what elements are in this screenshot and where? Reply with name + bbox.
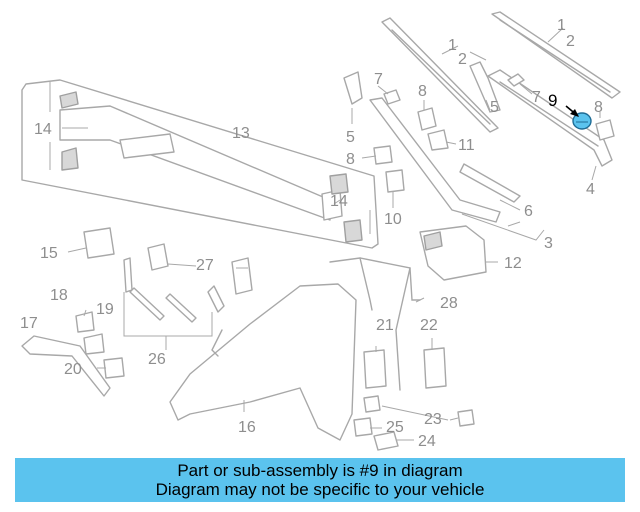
wiring-harness-28 (329, 257, 421, 391)
callout-20: 20 (64, 361, 82, 378)
parts-diagram: 1 2 1 2 7 8 5 7 9 8 5 11 4 13 14 8 6 14 … (20, 11, 621, 451)
callout-11: 11 (458, 137, 475, 154)
part-info-banner: Part or sub-assembly is #9 in diagram Di… (15, 458, 625, 502)
callout-12: 12 (504, 255, 522, 272)
cap-20 (103, 357, 125, 379)
wiper-arm-5-left (343, 71, 363, 105)
hose-17 (21, 335, 111, 397)
plug-24 (373, 431, 399, 451)
wiper-blade-1 (491, 11, 621, 99)
nozzle-27-left (147, 243, 169, 271)
callout-brackets (49, 82, 545, 350)
washer-reservoir-16 (169, 283, 357, 441)
callout-6: 6 (524, 203, 533, 220)
callout-25: 25 (386, 419, 404, 436)
callout-23: 23 (424, 411, 442, 428)
callout-14-left: 14 (34, 121, 52, 138)
callout-21: 21 (376, 317, 394, 334)
grommet-18 (75, 311, 95, 333)
callout-2-left: 2 (458, 51, 467, 68)
wiper-blade-2 (381, 17, 499, 133)
callout-14-right: 14 (330, 193, 348, 210)
callout-7-left: 7 (374, 71, 383, 88)
connector-19 (83, 333, 105, 355)
callout-26: 26 (148, 351, 166, 368)
callout-18: 18 (50, 287, 68, 304)
wiper-linkage-6 (369, 97, 521, 223)
callout-27: 27 (196, 257, 214, 274)
callout-28: 28 (440, 295, 458, 312)
washer-pump-21 (363, 349, 387, 389)
bracket-15 (83, 227, 115, 259)
banner-line-part: Part or sub-assembly is #9 in diagram (177, 461, 463, 480)
callout-15: 15 (40, 245, 58, 262)
callout-3: 3 (544, 235, 553, 252)
spacer-10 (385, 169, 405, 193)
washer-pump-22 (423, 347, 447, 389)
callout-8-center: 8 (418, 83, 427, 100)
callout-9: 9 (548, 91, 557, 110)
callout-13: 13 (232, 125, 250, 142)
nut-8-center (417, 107, 437, 131)
nozzle-27-right (231, 257, 253, 295)
callout-7-right: 7 (532, 89, 541, 106)
banner-line-disclaimer: Diagram may not be specific to your vehi… (155, 480, 485, 499)
wiper-frame-panel (21, 79, 379, 249)
callout-19: 19 (96, 301, 114, 318)
callout-8-left: 8 (346, 151, 355, 168)
highlighted-part-9 (572, 112, 592, 130)
cap-8-right (595, 119, 615, 141)
wiper-motor-12 (419, 225, 487, 281)
callout-24: 24 (418, 433, 436, 450)
callout-1-left: 1 (448, 37, 457, 54)
wiper-arm-5-right (469, 61, 501, 113)
callout-8-right: 8 (594, 99, 603, 116)
wiper-arm-4 (487, 69, 613, 167)
callout-4: 4 (586, 181, 595, 198)
nut-8-left (373, 145, 393, 165)
clip-7-right (507, 73, 525, 87)
callout-5-left: 5 (346, 129, 355, 146)
nut-11 (427, 129, 449, 151)
callout-17: 17 (20, 315, 38, 332)
callout-22: 22 (420, 317, 438, 334)
callout-1-top: 1 (557, 17, 566, 34)
callout-16: 16 (238, 419, 256, 436)
grommet-25 (353, 417, 373, 437)
callout-labels: 1 2 1 2 7 8 5 7 9 8 5 11 4 13 14 8 6 14 … (20, 17, 603, 450)
callout-5-right: 5 (490, 99, 499, 116)
clip-23-left (363, 395, 381, 413)
callout-2-top: 2 (566, 33, 575, 50)
leader-lines (62, 27, 601, 441)
hose-assembly-26 (123, 257, 225, 323)
callout-10: 10 (384, 211, 402, 228)
clip-23-right (457, 409, 475, 427)
arrow-to-part-9 (565, 105, 579, 117)
